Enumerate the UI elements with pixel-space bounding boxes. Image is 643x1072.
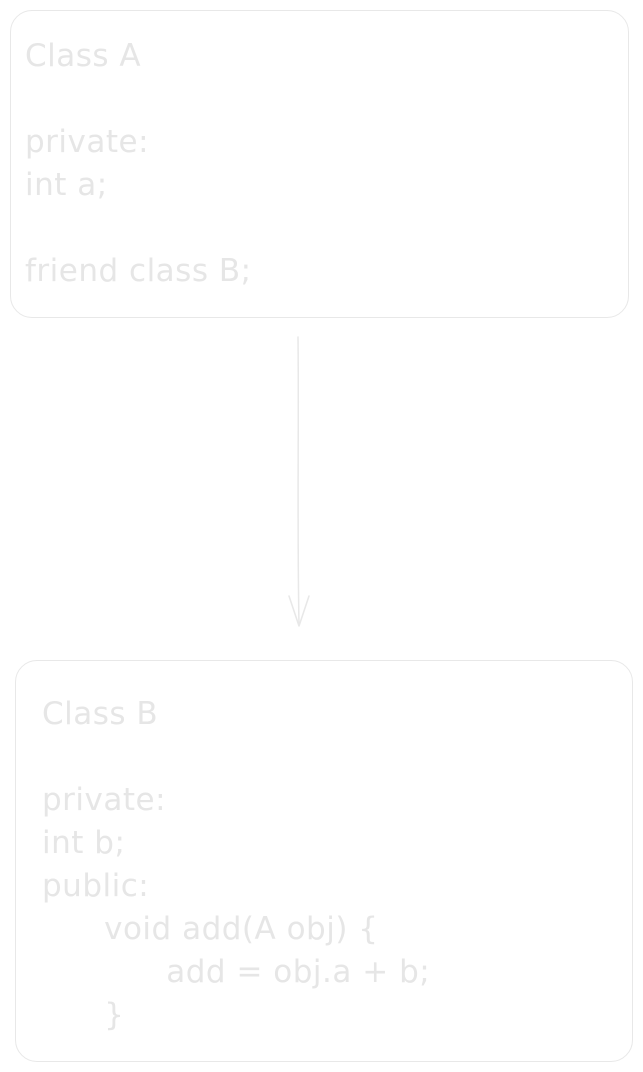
class-a-code: Class A private: int a; friend class B; <box>25 35 252 293</box>
class-b-method-body: add = obj.a + b; <box>42 954 431 990</box>
class-b-method-close: } <box>42 997 125 1033</box>
class-b-public-label: public: <box>42 868 150 904</box>
class-b-method-signature: void add(A obj) { <box>42 911 379 947</box>
arrow-shaft <box>297 336 300 626</box>
class-b-title: Class B <box>42 696 159 732</box>
class-b-box: Class B private: int b; public: void add… <box>15 660 633 1062</box>
class-a-member-a: int a; <box>25 167 108 203</box>
class-b-code: Class B private: int b; public: void add… <box>42 693 430 1037</box>
class-a-box: Class A private: int a; friend class B; <box>10 10 629 318</box>
arrow-head <box>288 595 310 627</box>
class-a-friend-declaration: friend class B; <box>25 253 252 289</box>
class-b-private-label: private: <box>42 782 167 818</box>
class-b-member-b: int b; <box>42 825 126 861</box>
class-a-private-label: private: <box>25 124 150 160</box>
class-a-title: Class A <box>25 38 142 74</box>
